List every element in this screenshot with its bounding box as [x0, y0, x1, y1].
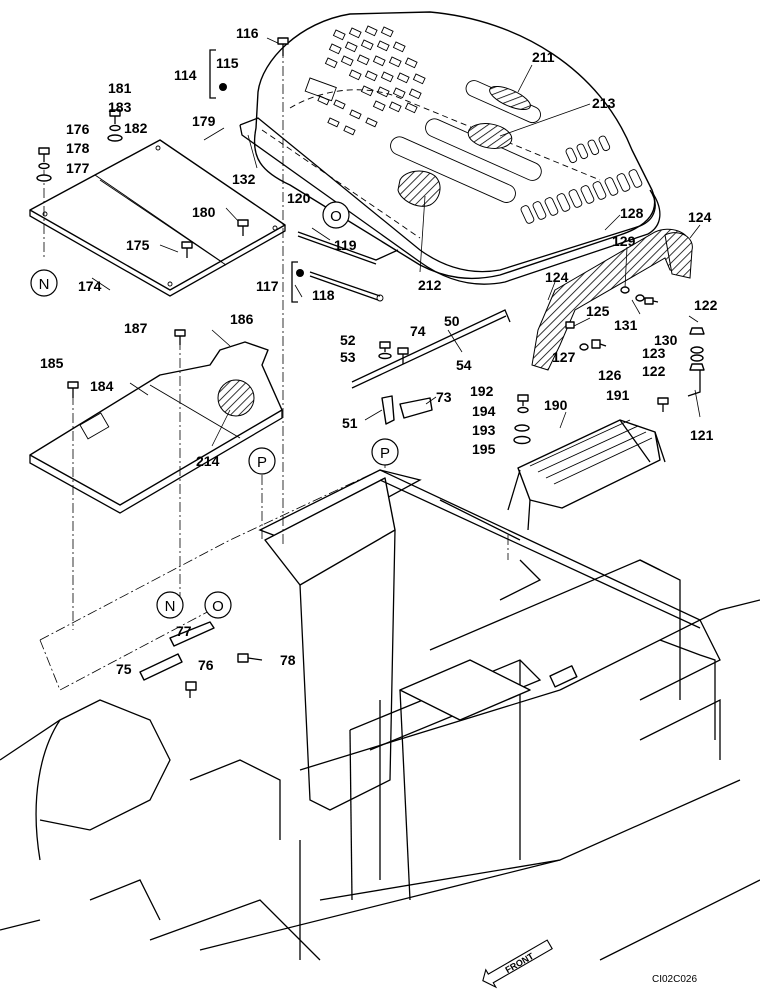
label-78: 78 — [280, 652, 296, 668]
label-213: 213 — [592, 95, 616, 111]
label-131: 131 — [614, 317, 638, 333]
bracket-121 — [687, 370, 701, 397]
label-185: 185 — [40, 355, 64, 371]
label-54: 54 — [456, 357, 472, 373]
label-211: 211 — [532, 49, 555, 65]
handrail-50 — [351, 309, 511, 389]
label-192: 192 — [470, 383, 494, 399]
label-53: 53 — [340, 349, 356, 365]
label-117: 117 — [256, 278, 279, 294]
svg-text:P: P — [380, 445, 390, 462]
label-76: 76 — [198, 657, 214, 673]
label-191: 191 — [606, 387, 630, 403]
cover-plate-184-186 — [29, 341, 283, 514]
label-119: 119 — [334, 237, 357, 253]
hood-opening-211 — [489, 85, 531, 111]
label-182: 182 — [124, 120, 148, 136]
label-186: 186 — [230, 311, 254, 327]
label-124-lower: 124 — [545, 269, 569, 285]
drawing-code: CI02C026 — [652, 974, 697, 985]
hood-opening-212 — [397, 170, 441, 207]
upper-frame — [0, 469, 760, 961]
front-label: FRONT — [504, 951, 536, 975]
label-194: 194 — [472, 403, 496, 419]
svg-text:O: O — [330, 208, 342, 225]
label-176: 176 — [66, 121, 90, 137]
ref-marker-n-2: N — [156, 591, 184, 619]
label-177: 177 — [66, 160, 90, 176]
svg-text:N: N — [39, 276, 50, 293]
label-190: 190 — [544, 397, 568, 413]
step-190 — [507, 419, 666, 531]
alignment-lines — [43, 48, 509, 630]
label-179: 179 — [192, 113, 216, 129]
part-labels: 116 115 114 211 213 181 183 182 176 178 … — [40, 25, 718, 677]
plate-opening-214 — [217, 379, 255, 417]
label-120: 120 — [287, 190, 311, 206]
label-132: 132 — [232, 171, 256, 187]
bullet-115 — [219, 83, 227, 91]
fasteners — [36, 37, 705, 698]
label-181: 181 — [108, 80, 132, 96]
label-130: 130 — [654, 332, 678, 348]
label-129: 129 — [612, 233, 636, 249]
leader-lines — [91, 37, 701, 447]
label-114: 114 — [174, 67, 197, 83]
ref-marker-p-1: P — [248, 447, 276, 475]
label-184: 184 — [90, 378, 114, 394]
label-175: 175 — [126, 237, 150, 253]
label-75: 75 — [116, 661, 132, 677]
svg-text:N: N — [165, 598, 176, 615]
brackets-73-51 — [381, 395, 433, 425]
label-122-lower: 122 — [642, 363, 666, 379]
front-arrow: FRONT — [482, 939, 553, 989]
label-122-upper: 122 — [694, 297, 718, 313]
hinge-bracket — [531, 228, 693, 371]
svg-text:O: O — [212, 598, 224, 615]
support-rods — [297, 231, 399, 302]
label-174: 174 — [78, 278, 102, 294]
label-180: 180 — [192, 204, 216, 220]
label-178: 178 — [66, 140, 90, 156]
label-50: 50 — [444, 313, 460, 329]
label-183: 183 — [108, 99, 132, 115]
label-127: 127 — [552, 349, 576, 365]
label-51: 51 — [342, 415, 358, 431]
label-121: 121 — [690, 427, 714, 443]
label-187: 187 — [124, 320, 148, 336]
cover-plate-174-179 — [29, 139, 286, 297]
svg-text:P: P — [257, 454, 267, 471]
label-124-upper: 124 — [688, 209, 712, 225]
label-123: 123 — [642, 345, 666, 361]
label-126: 126 — [598, 367, 622, 383]
label-195: 195 — [472, 441, 496, 457]
label-77: 77 — [176, 623, 192, 639]
label-212: 212 — [418, 277, 442, 293]
label-115: 115 — [216, 55, 239, 71]
ref-marker-n-1: N — [30, 269, 58, 297]
hood-opening-213 — [467, 123, 513, 149]
label-73: 73 — [436, 389, 452, 405]
label-74: 74 — [410, 323, 426, 339]
engine-hood-cover — [239, 11, 661, 285]
ref-marker-o-1: O — [322, 201, 350, 229]
bullet-118 — [296, 269, 304, 277]
ref-marker-p-2: P — [371, 438, 399, 466]
group-brackets — [209, 49, 304, 303]
label-118: 118 — [312, 287, 335, 303]
ref-marker-o-2: O — [204, 591, 232, 619]
label-214: 214 — [196, 453, 220, 469]
label-128: 128 — [620, 205, 644, 221]
label-116: 116 — [236, 25, 259, 41]
label-125: 125 — [586, 303, 610, 319]
label-193: 193 — [472, 422, 496, 438]
label-52: 52 — [340, 332, 356, 348]
